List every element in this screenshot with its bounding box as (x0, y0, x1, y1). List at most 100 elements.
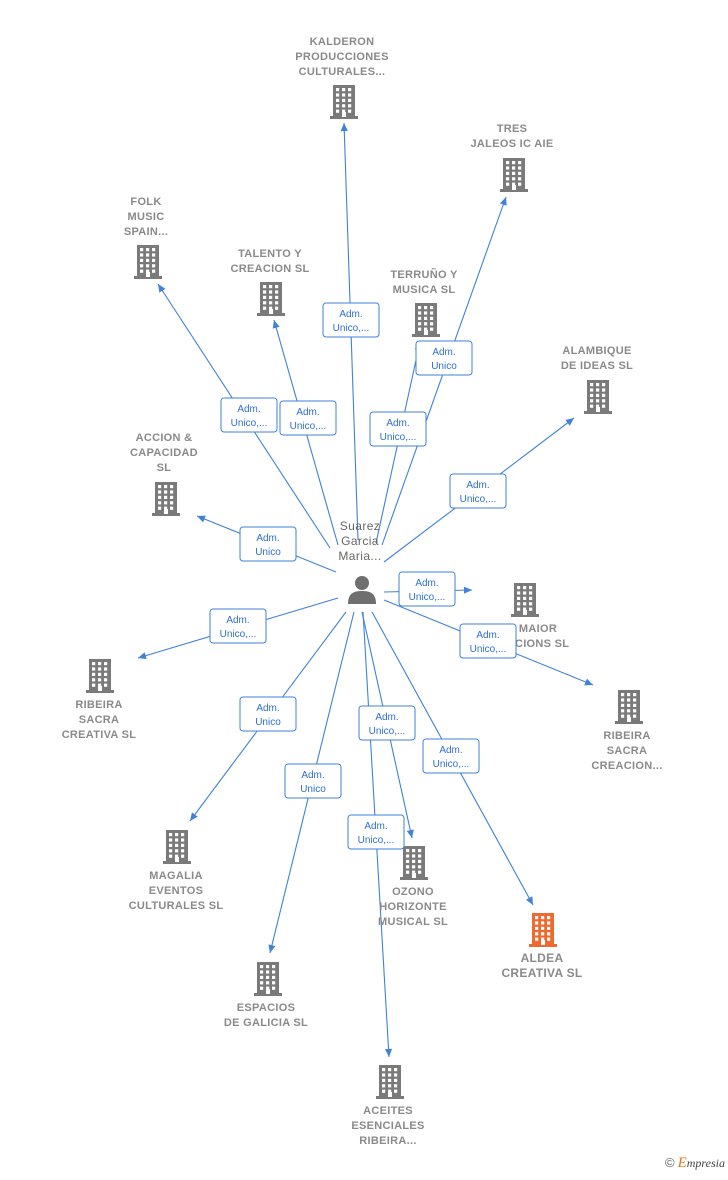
relation-label-ozono[interactable]: Adm.Unico,... (358, 705, 416, 741)
relation-label-tres-jaleos[interactable]: Adm.Unico (415, 340, 473, 376)
relation-text-line: Adm. (256, 703, 279, 714)
relation-box (358, 705, 416, 741)
relation-label-talento[interactable]: Adm.Unico,... (279, 400, 337, 436)
building-icon[interactable] (400, 846, 428, 880)
company-label-line: TERRUÑO Y (390, 268, 458, 281)
relation-text-line: Adm. (439, 745, 462, 756)
arrow-kalderon (340, 123, 348, 132)
building-icon[interactable] (500, 158, 528, 192)
relation-box (415, 340, 473, 376)
arrow-maior (463, 586, 472, 594)
company-label-line: ALDEA (521, 951, 564, 965)
building-icon[interactable] (163, 830, 191, 864)
relation-text-line: Adm. (476, 630, 499, 641)
relation-text: Adm.Unico (431, 347, 457, 372)
building-icon[interactable] (511, 583, 539, 617)
relation-box (398, 571, 456, 607)
relation-label-folk-music[interactable]: Adm.Unico,... (220, 397, 278, 433)
copyright-symbol: © (665, 1155, 675, 1170)
relation-text: Adm.Unico,... (290, 407, 327, 432)
arrow-aldea (525, 896, 533, 905)
building-icon[interactable] (529, 913, 557, 947)
company-label-line: HORIZONTE (379, 901, 446, 913)
relation-text-line: Unico,... (358, 835, 395, 846)
relation-label-espacios[interactable]: Adm.Unico (284, 763, 342, 799)
relation-box (220, 397, 278, 433)
relation-text-line: Unico (431, 361, 457, 372)
building-icon[interactable] (584, 380, 612, 414)
relation-label-ribeira-creacion[interactable]: Adm. Unico,... (459, 623, 517, 659)
relation-text-line: Unico,... (231, 418, 268, 429)
relation-box (209, 608, 267, 644)
relation-label-maior[interactable]: Adm. Unico,... (398, 571, 456, 607)
building-icon[interactable] (257, 282, 285, 316)
relation-label-aldea[interactable]: Adm.Unico,... (422, 738, 480, 774)
company-label-line: MAGALIA (149, 870, 202, 882)
relation-label-aceites[interactable]: Adm. Unico,... (347, 814, 405, 850)
company-label-line: CREACION SL (230, 263, 309, 275)
relation-text-line: Adm. (364, 821, 387, 832)
relation-text: Adm.Unico,... (220, 615, 257, 640)
building-icon[interactable] (376, 1065, 404, 1099)
relation-text-line: Unico (255, 717, 281, 728)
relation-label-accion[interactable]: Adm.Unico (239, 526, 297, 562)
company-label-line: JALEOS IC AIE (471, 138, 554, 150)
person-label-line: Maria... (338, 549, 381, 563)
relation-text-line: Unico,... (470, 644, 507, 655)
company-label-line: ESPACIOS (237, 1002, 295, 1014)
relation-text-line: Unico,... (460, 494, 497, 505)
relation-text-line: Adm. (415, 578, 438, 589)
relation-text-line: Unico,... (409, 592, 446, 603)
relation-label-alambique[interactable]: Adm. Unico,... (449, 473, 507, 509)
building-icon[interactable] (330, 85, 358, 119)
company-label-line: CULTURALES SL (129, 900, 224, 912)
relation-label-magalia[interactable]: Adm. Unico (239, 696, 297, 732)
company-label-line: CREATIVA SL (62, 729, 137, 741)
person-label-line: Suarez (340, 519, 380, 533)
company-label-line: ALAMBIQUE (562, 345, 631, 357)
relations-layer: Adm.Unico,...Adm.UnicoAdm.Unico,...Adm.U… (209, 302, 517, 850)
company-label-line: EVENTOS (149, 885, 203, 897)
relation-text-line: Adm. (339, 309, 362, 320)
arrow-folk-music (158, 284, 166, 293)
arrow-espacios (268, 944, 276, 953)
relation-label-terruno[interactable]: Adm.Unico,... (369, 411, 427, 447)
building-icon[interactable] (134, 245, 162, 279)
relation-label-ribeira-creativa[interactable]: Adm.Unico,... (209, 608, 267, 644)
building-icon[interactable] (412, 303, 440, 337)
company-node-magalia[interactable]: MAGALIA EVENTOS CULTURALES SL (129, 830, 224, 912)
building-icon[interactable] (615, 690, 643, 724)
relation-text-line: Adm. (466, 480, 489, 491)
building-icon[interactable] (254, 962, 282, 996)
relation-text: Adm.Unico,... (369, 712, 406, 737)
company-label: MAGALIA EVENTOS CULTURALES SL (129, 870, 224, 912)
relation-text: Adm. Unico,... (409, 578, 446, 603)
relation-text-line: Unico (255, 547, 281, 558)
building-icon[interactable] (152, 482, 180, 516)
relation-label-kalderon[interactable]: Adm.Unico,... (322, 302, 380, 338)
company-label-line: ACEITES (363, 1105, 413, 1117)
building-icon[interactable] (86, 659, 114, 693)
